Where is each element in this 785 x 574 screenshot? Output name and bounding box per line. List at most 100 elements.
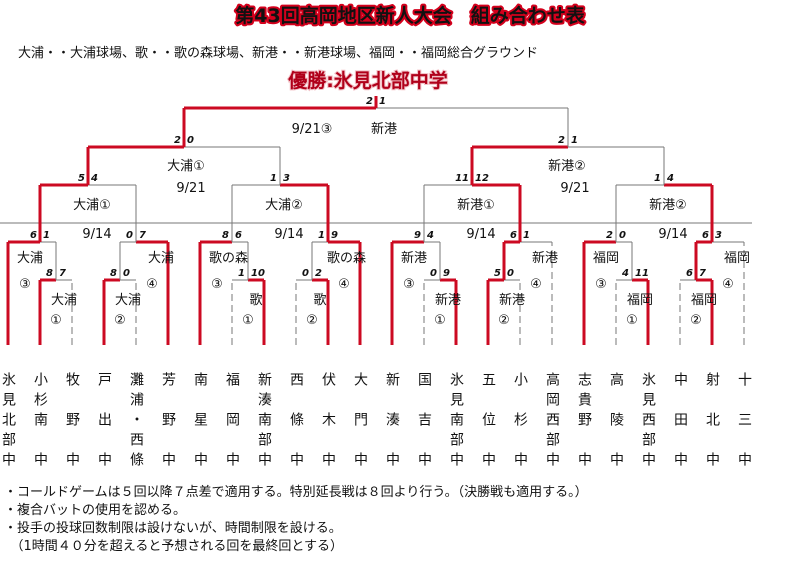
score-right: 4 <box>426 230 434 241</box>
match-date: 9/14 <box>274 227 303 242</box>
venue-label-r1a: 大浦 <box>51 293 77 308</box>
team-name: 氷見西部中 <box>640 372 656 472</box>
score-left: 1 <box>238 268 245 279</box>
court-number-r2a: ③ <box>403 277 415 292</box>
team-name: 十 三 中 <box>736 372 752 472</box>
team-name: 南 星 中 <box>192 372 208 472</box>
team-name: 牧 野 中 <box>64 372 80 472</box>
venue-label-r1a: 新港 <box>435 292 461 308</box>
team-name: 高岡西部中 <box>544 372 560 472</box>
champion-banner: 優勝:氷見北部中学 <box>287 69 448 92</box>
rule-note: ・投手の投球回数制限は設けないが、時間制限を設ける。 <box>4 520 342 536</box>
score-right: 4 <box>666 173 674 184</box>
rules-notes: ・コールドゲームは５回以降７点差で適用する。特別延長戦は８回より行う。（決勝戦も… <box>4 484 588 554</box>
score-right: 6 <box>235 230 242 241</box>
semi-date-right: 9/21 <box>560 181 589 196</box>
court-number-r2a: ③ <box>19 277 31 292</box>
score-right: 3 <box>715 230 722 241</box>
team-name: 氷見南部中 <box>448 372 464 472</box>
final-date: 9/21③ <box>292 122 333 137</box>
court-number-r1b: ② <box>690 313 702 328</box>
score-left: 2 <box>558 135 565 146</box>
score-right: 0 <box>507 268 514 279</box>
score-right: 9 <box>331 230 338 241</box>
score-right: 10 <box>251 268 265 279</box>
venue-label-r2a: 福岡 <box>593 251 619 266</box>
score-left: 6 <box>702 230 709 241</box>
venue-label-r2b: 新港 <box>532 250 558 266</box>
team-name: 志貴野 中 <box>576 372 592 472</box>
score-left: 2 <box>174 135 181 146</box>
court-number-r1b: ② <box>498 313 510 328</box>
score-left: 8 <box>222 230 229 241</box>
score-left: 2 <box>366 96 373 107</box>
score-right: 0 <box>123 268 130 279</box>
court-number-r1a: ① <box>434 313 446 328</box>
score-right: 4 <box>90 173 98 184</box>
team-name: 小杉南 中 <box>32 372 48 472</box>
venue-label-r1a: 福岡 <box>627 293 653 308</box>
team-name: 国 吉 中 <box>416 372 432 472</box>
venue-label-r1b: 新港 <box>499 292 525 308</box>
score-right: 0 <box>187 135 194 146</box>
rule-note: ・コールドゲームは５回以降７点差で適用する。特別延長戦は８回より行う。（決勝戦も… <box>4 484 588 500</box>
team-name: 戸 出 中 <box>96 372 112 472</box>
court-number-r2b: ④ <box>146 277 158 292</box>
score-right: 12 <box>475 173 489 184</box>
venue-label-r2b: 歌の森 <box>327 251 366 266</box>
rule-note: ・複合バットの使用を認める。 <box>4 502 186 518</box>
venue-label-r2a: 新港 <box>401 250 427 266</box>
score-left: 5 <box>494 268 501 279</box>
team-name: 伏 木 中 <box>320 372 336 472</box>
score-left: 5 <box>78 173 85 184</box>
team-name: 福 岡 中 <box>224 372 240 472</box>
match-date: 9/14 <box>466 227 495 242</box>
score-left: 2 <box>606 230 613 241</box>
score-right: 2 <box>315 268 322 279</box>
venue-label-r2a: 大浦 <box>17 251 43 266</box>
bracket-labels: 大浦③大浦④大浦①大浦②9/14大浦①歌の森③歌の森④歌①歌②9/14大浦②新港… <box>17 96 750 328</box>
court-number-r1b: ② <box>114 313 126 328</box>
match-date: 9/14 <box>82 227 111 242</box>
semi-venue-right: 新港② <box>548 158 586 174</box>
score-left: 0 <box>302 268 309 279</box>
score-right: 9 <box>443 268 450 279</box>
score-right: 1 <box>571 135 578 146</box>
team-name: 新湊南部中 <box>256 372 272 472</box>
page-title: 第43回高岡地区新人大会 組み合わせ表 <box>235 4 585 27</box>
semi-date-left: 9/21 <box>176 181 205 196</box>
score-left: 0 <box>126 230 133 241</box>
team-name: 氷見北部中 <box>0 372 16 472</box>
venue-label-r1a: 歌 <box>249 293 262 308</box>
score-left: 0 <box>430 268 437 279</box>
venue-label-qf: 新港① <box>457 197 495 213</box>
venue-legend: 大浦・・大浦球場、歌・・歌の森球場、新港・・新港球場、福岡・・福岡総合グラウンド <box>18 45 538 61</box>
score-left: 6 <box>30 230 37 241</box>
court-number-r1a: ① <box>50 313 62 328</box>
court-number-r2a: ③ <box>211 277 223 292</box>
court-number-r2b: ④ <box>338 277 350 292</box>
score-left: 6 <box>686 268 693 279</box>
team-name: 新 湊 中 <box>384 372 400 472</box>
court-number-r1a: ① <box>242 313 254 328</box>
score-right: 1 <box>523 230 530 241</box>
score-right: 0 <box>619 230 626 241</box>
venue-label-r1b: 福岡 <box>691 293 717 308</box>
score-right: 7 <box>699 268 706 279</box>
score-left: 1 <box>318 230 325 241</box>
venue-label-qf: 新港② <box>649 197 687 213</box>
team-name: 大 門 中 <box>352 372 368 472</box>
venue-label-qf: 大浦① <box>73 198 111 213</box>
score-right: 3 <box>283 173 290 184</box>
score-left: 11 <box>455 173 469 184</box>
venue-label-r2a: 歌の森 <box>209 251 248 266</box>
match-date: 9/14 <box>658 227 687 242</box>
final-venue: 新港 <box>371 121 397 137</box>
venue-label-r2b: 大浦 <box>148 251 174 266</box>
score-right: 11 <box>635 268 649 279</box>
venue-label-r1b: 歌 <box>313 293 326 308</box>
court-number-r2a: ③ <box>595 277 607 292</box>
score-left: 9 <box>414 230 421 241</box>
team-name: 芳 野 中 <box>160 372 176 472</box>
score-left: 8 <box>110 268 117 279</box>
